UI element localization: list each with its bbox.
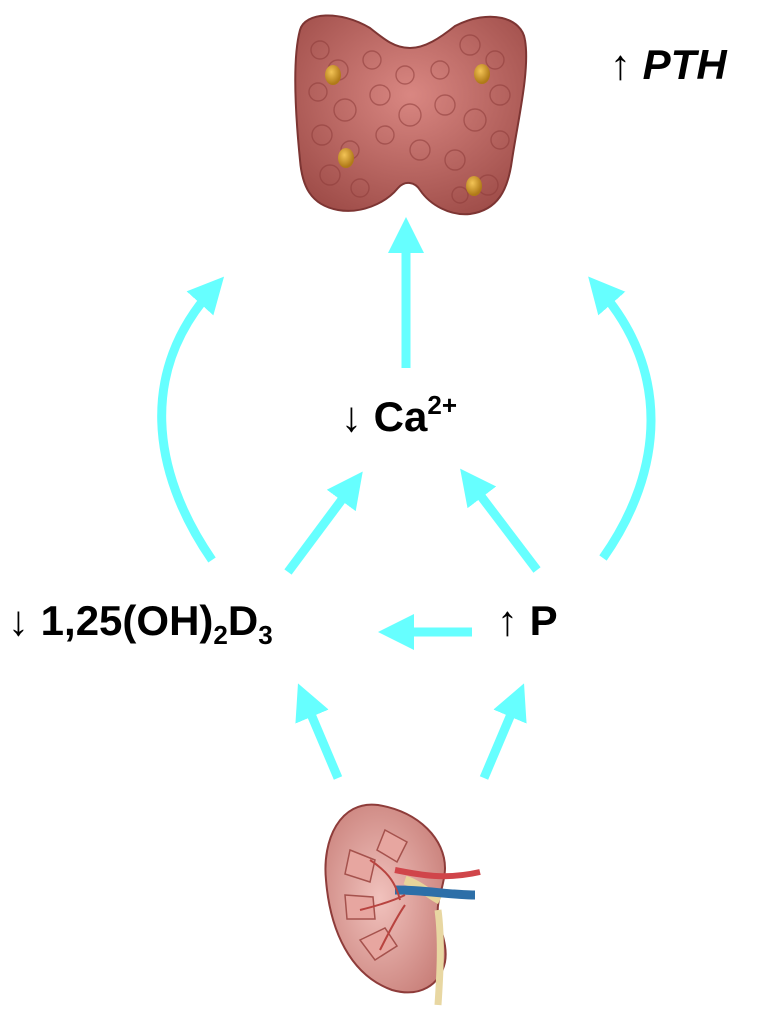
vitamin-d-sub-2: 3: [258, 620, 272, 650]
up-arrow-icon: ↑: [497, 597, 518, 644]
vitamin-d-letter: D: [228, 597, 258, 644]
arrow-vitd-to-calcium: [288, 486, 352, 572]
arrow-kidney-to-vitd: [305, 700, 338, 778]
vitamin-d-prefix: 1,25(OH): [41, 597, 214, 644]
vitamin-d-label: ↓ 1,25(OH)2D3: [8, 600, 273, 642]
kidney-cross-section-icon: [325, 805, 480, 1005]
calcium-charge: 2+: [427, 390, 457, 420]
thyroid-parathyroid-gland-icon: [295, 15, 526, 214]
calcium-label: ↓ Ca2+: [341, 396, 457, 438]
down-arrow-icon: ↓: [341, 393, 362, 440]
arrow-phosphate-to-gland-curved: [600, 290, 651, 558]
phosphate-text: P: [530, 597, 558, 644]
parathyroid-nodule-icon: [474, 64, 490, 84]
arrow-phosphate-to-calcium: [471, 483, 537, 570]
vitamin-d-sub-1: 2: [213, 620, 227, 650]
arrow-vitd-to-gland-curved: [162, 290, 212, 560]
phosphate-label: ↑ P: [497, 600, 558, 642]
calcium-text: Ca: [374, 393, 428, 440]
up-arrow-icon: ↑: [610, 41, 631, 88]
parathyroid-nodule-icon: [325, 65, 341, 85]
pth-text: PTH: [643, 41, 727, 88]
pth-label: ↑ PTH: [610, 44, 727, 86]
down-arrow-icon: ↓: [8, 597, 29, 644]
parathyroid-nodule-icon: [466, 176, 482, 196]
arrow-kidney-to-phosphate: [484, 700, 517, 778]
parathyroid-nodule-icon: [338, 148, 354, 168]
